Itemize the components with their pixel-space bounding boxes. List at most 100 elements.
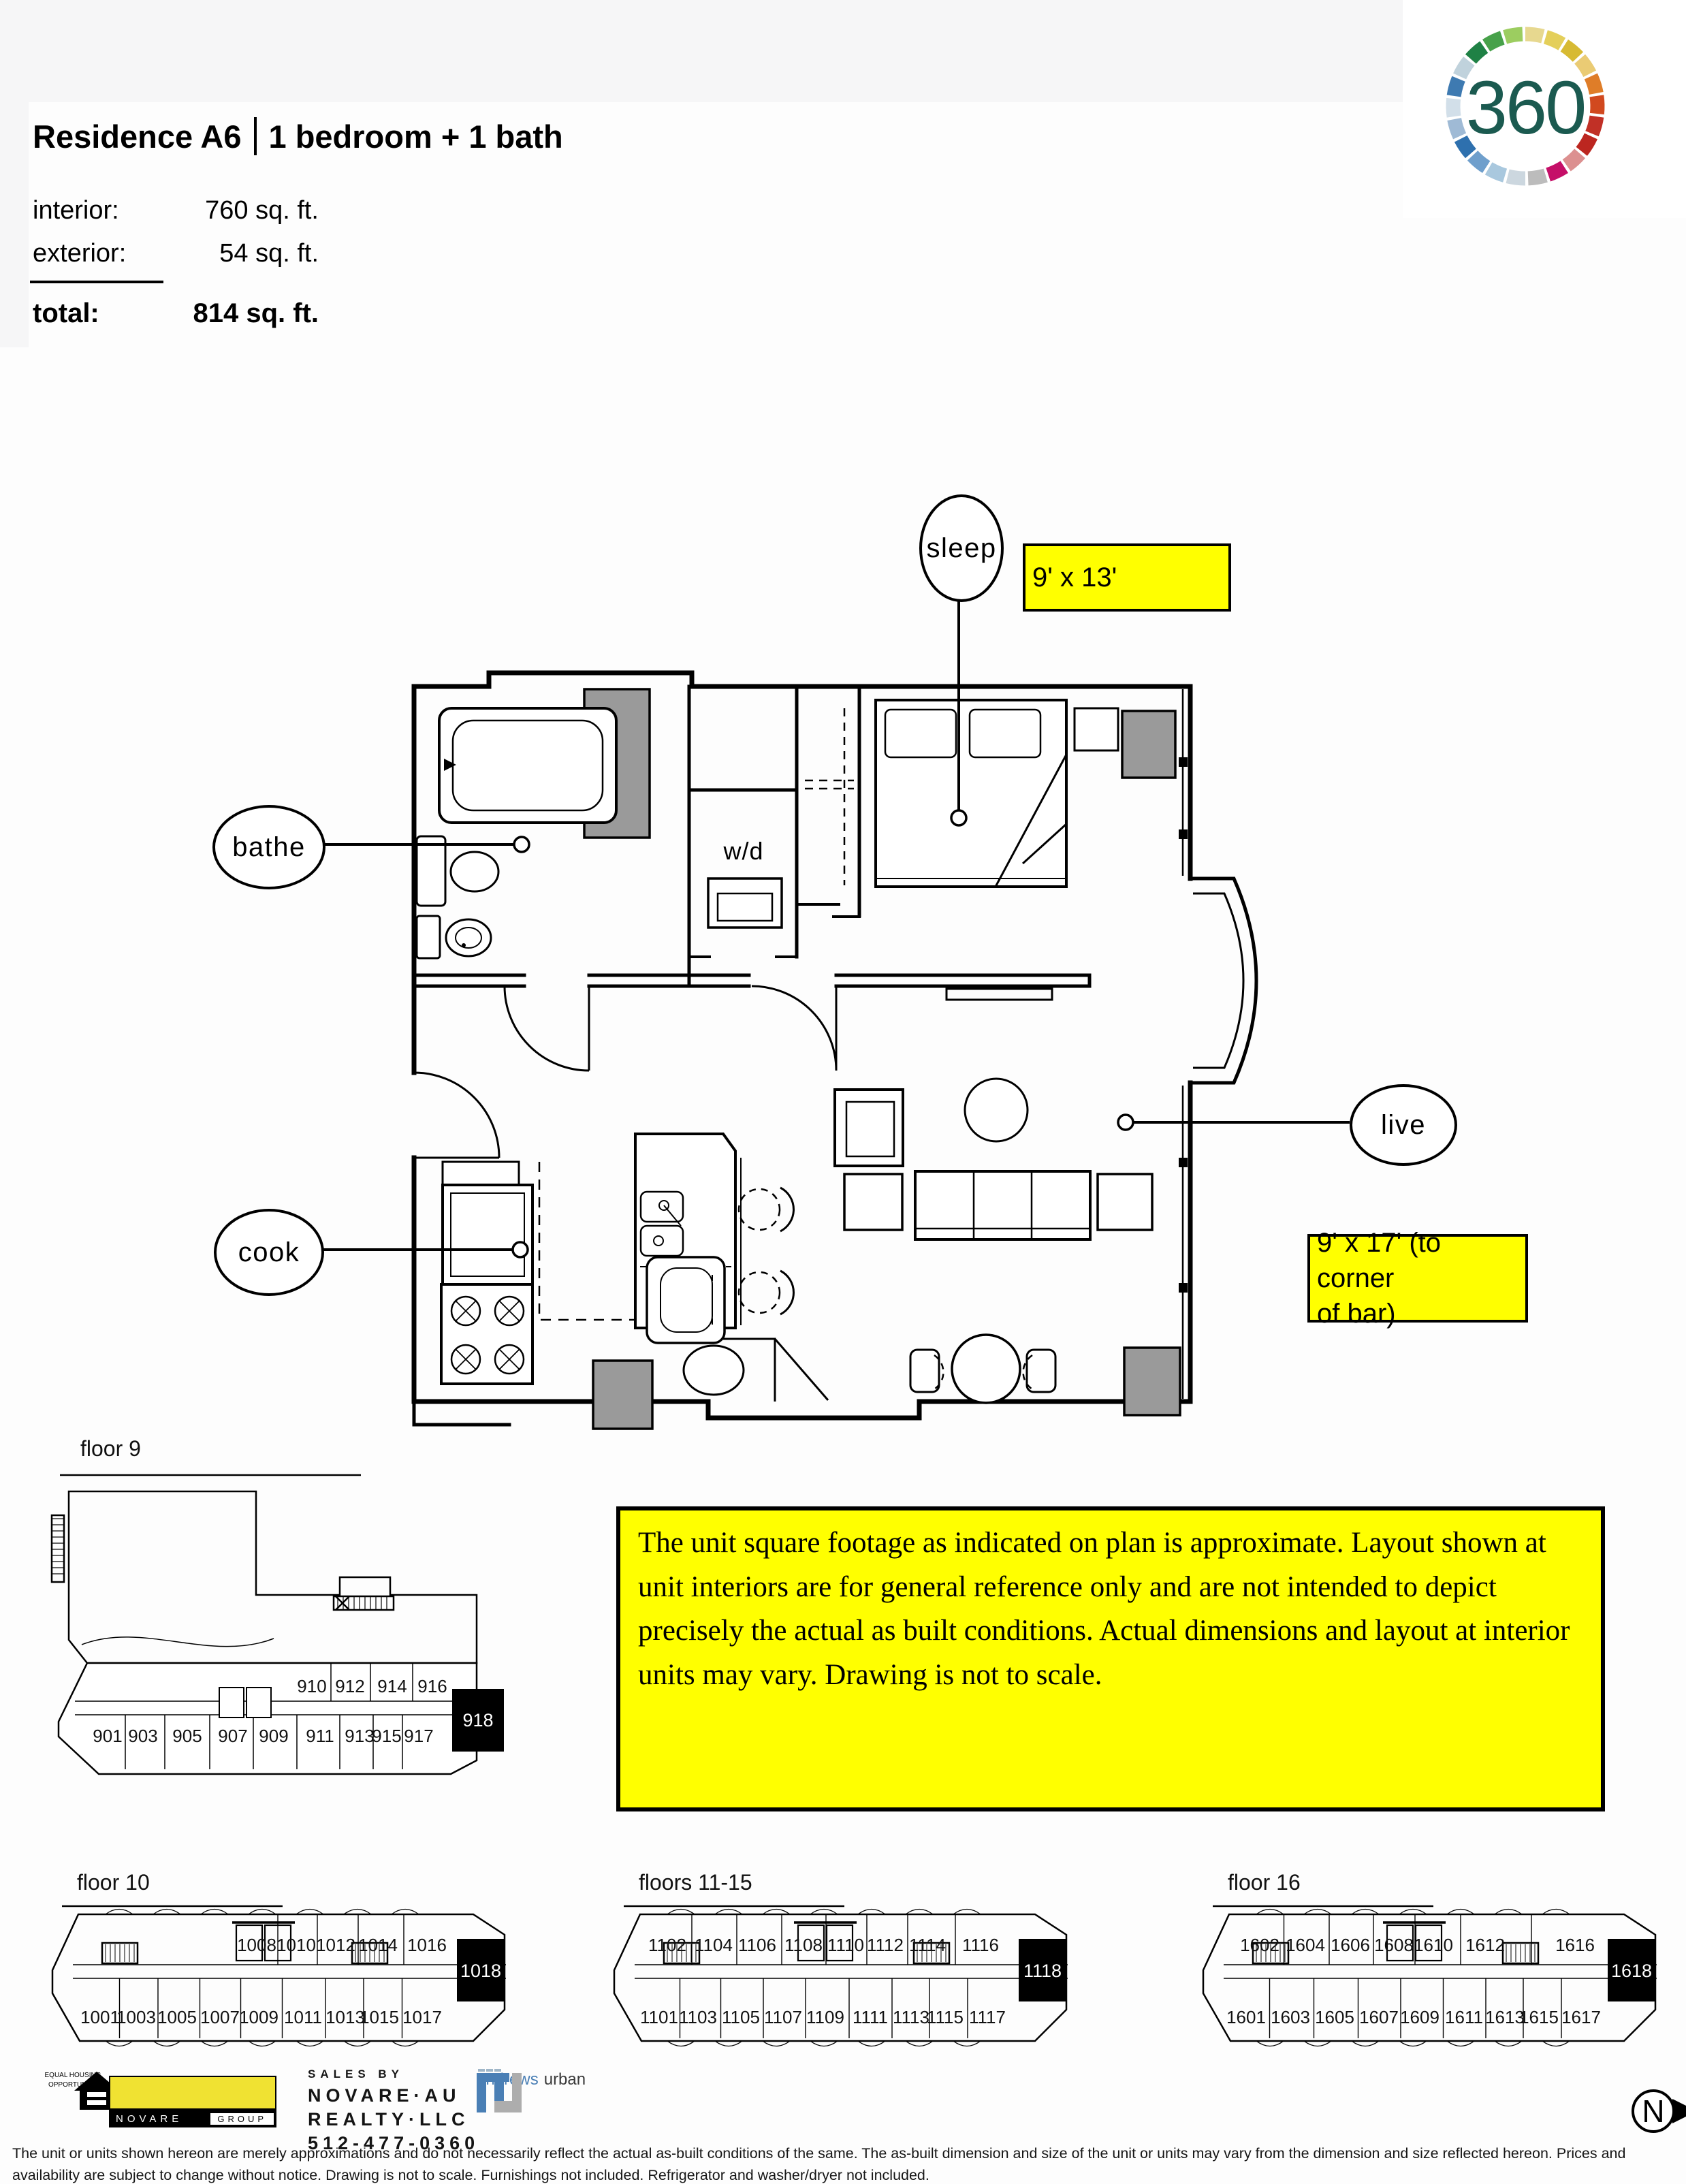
novare-bar: NOVARE GROUP xyxy=(109,2110,276,2127)
live-dimension-line2: of bar) xyxy=(1317,1299,1396,1329)
unit-number: 901 xyxy=(93,1726,122,1746)
andrews-urban-icon xyxy=(477,2069,522,2112)
nightstand-icon xyxy=(1073,707,1119,752)
cook-label-text: cook xyxy=(238,1237,300,1267)
ring-segment xyxy=(1543,30,1566,50)
unit-number: 1617 xyxy=(1561,2007,1601,2027)
closet-shelving xyxy=(805,708,854,885)
page-left-margin xyxy=(0,102,29,347)
unit-number: 1612 xyxy=(1465,1935,1505,1955)
novare-group-word: GROUP xyxy=(209,2111,275,2126)
bar-stools xyxy=(737,1186,795,1316)
unit-number: 1010 xyxy=(276,1935,316,1955)
building-outline xyxy=(1202,1908,1657,2047)
unit-number: 916 xyxy=(417,1676,447,1696)
unit-number: 1615 xyxy=(1519,2007,1559,2027)
unit-number: 1107 xyxy=(764,2007,802,2027)
unit-number: 913 xyxy=(345,1726,374,1746)
exterior-value: 54 sq. ft. xyxy=(219,239,319,268)
unit-number: 1012 xyxy=(316,1935,355,1955)
unit-number: 1604 xyxy=(1286,1935,1325,1955)
sales-name1: NOVARE·AU xyxy=(308,2085,461,2106)
armchair-icon xyxy=(646,1256,726,1344)
novare-name: NOVARE xyxy=(116,2112,183,2125)
ring-segment xyxy=(1503,27,1523,44)
unit-number: 1605 xyxy=(1315,2007,1354,2027)
ring-segment xyxy=(1446,76,1465,97)
eho-text1: EQUAL HOUSING xyxy=(44,2072,101,2079)
bathtub-icon xyxy=(438,707,618,824)
unit-number: 1116 xyxy=(962,1935,999,1955)
unit-number: 903 xyxy=(128,1726,157,1746)
unit-number: 1606 xyxy=(1331,1935,1370,1955)
building-outline xyxy=(51,1908,506,2047)
interior-label: interior: xyxy=(33,196,119,225)
sofa-icon xyxy=(914,1170,1092,1241)
floor-label: floor 16 xyxy=(1228,1870,1301,1895)
area-specs: interior: 760 sq. ft. exterior: 54 sq. f… xyxy=(33,196,319,282)
unit-number: 1011 xyxy=(284,2007,322,2027)
ring-segment xyxy=(1484,162,1508,183)
ring-segment xyxy=(1585,115,1604,137)
leader-lines xyxy=(319,597,1350,1259)
eho-text2: OPPORTUNITY xyxy=(48,2080,98,2089)
highlight-unit xyxy=(1608,1939,1655,2001)
cook-label: cook xyxy=(214,1209,324,1296)
door-swings xyxy=(413,985,838,1159)
unit-number: 1008 xyxy=(237,1935,276,1955)
equal-housing-icon xyxy=(74,2072,119,2110)
utility-basin-icon xyxy=(657,1338,829,1402)
live-dimension-line1: 9' x 17' (to corner xyxy=(1317,1228,1442,1293)
toilet-icon xyxy=(415,915,492,960)
sales-by: SALES BY xyxy=(308,2068,404,2080)
unit-number: 1108 xyxy=(784,1935,823,1955)
unit-floorplan-drawing: w/d xyxy=(319,597,1350,1430)
bay-window xyxy=(1179,689,1258,1399)
floor9-terrace-outline xyxy=(50,1490,478,1664)
unit-number: 917 xyxy=(404,1726,433,1746)
highlight-unit xyxy=(457,1939,505,2001)
unit-number: 1102 xyxy=(648,1935,686,1955)
equal-housing-logo: EQUAL HOUSING OPPORTUNITY xyxy=(35,2070,119,2110)
total-row: total: 814 sq. ft. xyxy=(33,298,319,329)
total-value: 814 sq. ft. xyxy=(193,298,319,328)
total-label: total: xyxy=(33,298,99,328)
unit-number: 1103 xyxy=(679,2007,717,2027)
unit-number: 1106 xyxy=(738,1935,776,1955)
stove-icon xyxy=(440,1283,534,1385)
washer-dryer xyxy=(707,877,783,929)
ring-segment xyxy=(1584,73,1604,95)
ring-segment xyxy=(1576,133,1597,156)
live-label-text: live xyxy=(1380,1109,1427,1140)
floor9-highlight-unit xyxy=(452,1689,504,1752)
live-dimension-box: 9' x 17' (to corner of bar) xyxy=(1307,1228,1528,1329)
residence-name: Residence A6 xyxy=(33,118,242,155)
unit-number: 1117 xyxy=(969,2007,1006,2027)
bed-icon xyxy=(874,699,1068,888)
unit-number: 1611 xyxy=(1445,2007,1483,2027)
unit-number: 1114 xyxy=(909,1935,946,1955)
unit-number: 1607 xyxy=(1359,2007,1399,2027)
unit-number: 1601 xyxy=(1226,2007,1266,2027)
page-title: Residence A6 1 bedroom + 1 bath xyxy=(33,117,563,155)
sales-contact-block: SALES BY NOVARE·AU REALTY·LLC 512-477-03… xyxy=(308,2068,479,2157)
novare-yellow-block xyxy=(109,2076,276,2110)
sleep-dimension-text: 9' x 13' xyxy=(1032,563,1117,592)
vanity-sink-icon xyxy=(415,835,500,907)
sleep-label: sleep xyxy=(919,494,1004,602)
unit-number: 1109 xyxy=(806,2007,844,2027)
floor9-highlight-number: 918 xyxy=(462,1710,493,1730)
ring-segment xyxy=(1527,168,1548,186)
logo-360-text: 360 xyxy=(1466,66,1585,150)
unit-number: 907 xyxy=(218,1726,247,1746)
ring-segment xyxy=(1465,41,1489,64)
bathe-label-text: bathe xyxy=(232,832,306,862)
wd-label: w/d xyxy=(722,837,763,865)
logo-ring-icon xyxy=(1446,27,1605,186)
unit-number: 1104 xyxy=(695,1935,733,1955)
highlight-unit xyxy=(1019,1939,1066,2001)
